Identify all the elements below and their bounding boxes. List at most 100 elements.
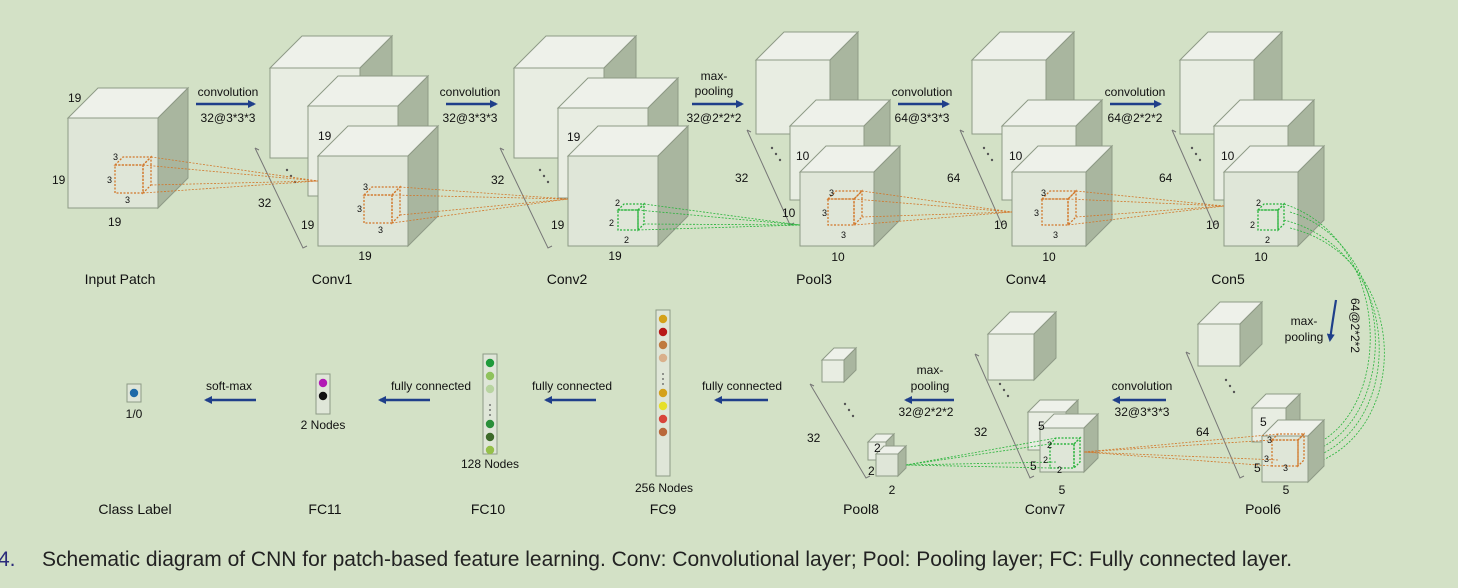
- pool3-kernel-left: 3: [822, 208, 827, 218]
- input-conv1-link-0: [142, 164, 319, 182]
- fc10-node-1: [485, 371, 495, 381]
- pool6-cube-front-front: [1261, 435, 1309, 483]
- figure-number: 4.: [0, 548, 16, 571]
- conv2-kernel-front: [617, 209, 639, 231]
- con5-cube-front-front: [1223, 171, 1299, 247]
- con5-pool6-curve-1: [1289, 211, 1376, 455]
- conv1-dim-back: 19: [318, 129, 332, 143]
- fc9-name: FC9: [650, 501, 677, 517]
- pool3-cube-back: [754, 30, 860, 136]
- op8-label-b: pooling: [911, 379, 950, 393]
- conv4-kernel-front: [1041, 198, 1069, 226]
- conv7-pool8-link-1: [905, 464, 1051, 469]
- conv7-kernel-side: [1073, 436, 1081, 470]
- conv2-dots-2: [546, 180, 550, 184]
- con5-cube-front: [1222, 144, 1326, 248]
- fc10-gap-dot-2: [489, 414, 491, 416]
- conv7-pool8-link-2: [905, 437, 1057, 466]
- input-patch-cube-front: [67, 117, 159, 209]
- fc10-nodes: 128 Nodes: [461, 457, 519, 471]
- conv4-kernel-top: [1040, 190, 1078, 200]
- conv1-bracket: [254, 147, 308, 249]
- fc9-node-2: [658, 340, 668, 350]
- conv4-con5-link-0: [1067, 198, 1225, 207]
- op6-label-b: pooling: [1285, 330, 1324, 344]
- conv2-pool3-link-0: [637, 209, 801, 226]
- pool8-dim-back: 2: [874, 441, 881, 455]
- conv4-dots-0: [982, 146, 986, 150]
- pool6-kernel-top: 3: [1267, 435, 1272, 445]
- pool3-kernel-front: [827, 198, 855, 226]
- class-label-name: Class Label: [98, 501, 171, 517]
- conv7-kernel-front: [1049, 443, 1075, 469]
- fc10-name: FC10: [471, 501, 505, 517]
- input-dim-left: 19: [52, 173, 66, 187]
- pool3-conv4-link-0: [853, 198, 1013, 213]
- pool6-conv7-link-0: [1083, 439, 1273, 453]
- conv2-dim-back: 19: [567, 130, 581, 144]
- pool6-kernel-left: 3: [1264, 454, 1269, 464]
- conv7-bracket: [974, 353, 1035, 479]
- op9-label: fully connected: [702, 379, 782, 393]
- pool3-cube-front: [798, 144, 902, 248]
- fc9-node-6: [658, 414, 668, 424]
- pool6-dim-back: 5: [1260, 415, 1267, 429]
- conv2-cube-front-front: [567, 155, 659, 247]
- conv7-dim-back: 5: [1038, 419, 1045, 433]
- fc10-node-0: [485, 358, 495, 368]
- conv7-cube-back: [986, 310, 1058, 382]
- fc10-gap-dot-0: [489, 404, 491, 406]
- con5-kernel-top: 2: [1256, 198, 1261, 208]
- op6-spec: 64@2*2*2: [1348, 298, 1362, 353]
- conv4-con5-link-3: [1075, 205, 1225, 218]
- conv4-name: Conv4: [1006, 271, 1047, 287]
- fc9-gap-dot-1: [662, 378, 664, 380]
- fc9-node-3: [658, 353, 668, 363]
- con5-dim-back: 10: [1221, 149, 1235, 163]
- conv2-pool3-link-3: [643, 223, 801, 226]
- input-kernel-front: [114, 164, 144, 194]
- input-dim-top: 19: [68, 91, 82, 105]
- conv7-pool8-link-0: [905, 443, 1051, 466]
- class-label-box-node-0: [129, 388, 139, 398]
- op7-label: convolution: [1112, 379, 1173, 393]
- conv1-kernel-top: 3: [363, 182, 368, 192]
- op6-arrow: [1326, 299, 1338, 342]
- con5-kernel-bottom: 2: [1265, 235, 1270, 245]
- con5-dots-0: [1190, 146, 1194, 150]
- fc11-nodes: 2 Nodes: [301, 418, 346, 432]
- fc10-gap-dot-1: [489, 409, 491, 411]
- conv7-dim-left: 5: [1030, 459, 1037, 473]
- pool6-dots-1: [1228, 384, 1232, 388]
- op5-label: convolution: [1105, 85, 1166, 99]
- conv2-dots-1: [542, 174, 546, 178]
- conv7-kernel-left: 2: [1043, 455, 1048, 465]
- conv4-dim-left: 10: [994, 218, 1008, 232]
- pool8-cube-back-front: [821, 359, 845, 383]
- pool3-dim-back: 10: [796, 149, 810, 163]
- pool8-cube-back: [820, 346, 858, 384]
- conv7-depth: 32: [974, 425, 988, 439]
- fc9-node-0: [658, 314, 668, 324]
- conv4-cube-front: [1010, 144, 1114, 248]
- pool8-name: Pool8: [843, 501, 879, 517]
- pool6-conv7-link-2: [1083, 433, 1279, 453]
- conv7-dots-1: [1002, 388, 1006, 392]
- pool3-name: Pool3: [796, 271, 832, 287]
- conv1-conv2-link-3: [399, 198, 569, 216]
- pool8-dots-1: [847, 408, 851, 412]
- pool8-cube-front-front: [875, 453, 899, 477]
- conv4-con5-link-2: [1067, 205, 1225, 226]
- conv1-kernel-left: 3: [357, 204, 362, 214]
- input-dim-bottom: 19: [108, 215, 122, 229]
- con5-kernel-front: [1257, 209, 1279, 231]
- pool6-dim-left: 5: [1254, 461, 1261, 475]
- fc9-node-7: [658, 427, 668, 437]
- input-kernel-bottom: 3: [125, 195, 130, 205]
- pool6-conv7-link-3: [1083, 451, 1279, 461]
- conv7-dim-bottom: 5: [1059, 483, 1066, 497]
- conv2-name: Conv2: [547, 271, 588, 287]
- conv2-cube-front: [566, 124, 690, 248]
- op3-label-b: pooling: [695, 84, 734, 98]
- conv4-depth: 64: [947, 171, 961, 185]
